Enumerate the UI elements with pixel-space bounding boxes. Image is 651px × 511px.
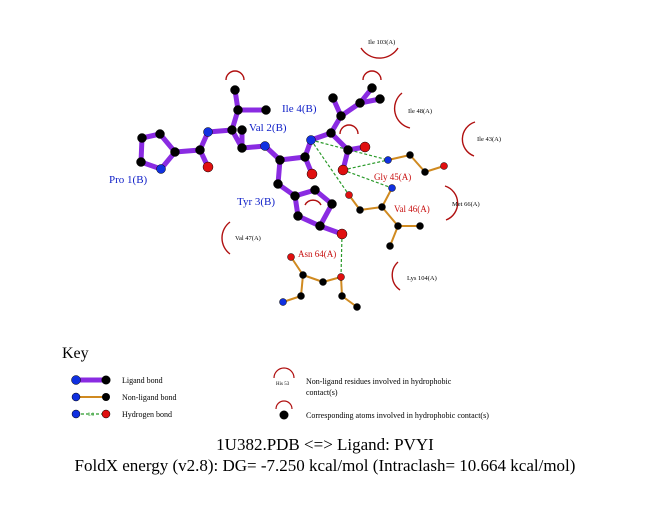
label-ile43: Ile 43(A) — [477, 136, 501, 143]
ligand-labels: Pro 1(B) Val 2(B) Tyr 3(B) Ile 4(B) — [109, 103, 317, 208]
label-pro1: Pro 1(B) — [109, 174, 148, 186]
hydrophobic-arc-val47 — [221, 221, 231, 255]
hydrogen-bonds — [310, 139, 393, 278]
key-nonligand-atom-n — [71, 392, 81, 402]
label-val2: Val 2(B) — [249, 122, 287, 134]
key-ligand-bond-label: Ligand bond — [122, 376, 163, 385]
ligand-bonds — [138, 85, 383, 237]
label-met66: Met 66(A) — [452, 201, 480, 208]
key-ligand-atom-n — [71, 375, 81, 385]
hydrophobic-arc-ile48 — [393, 92, 411, 129]
key-nonligand-bond-label: Non-ligand bond — [122, 393, 176, 402]
key-hbond-distance: 3.0 — [88, 413, 95, 418]
label-tyr3: Tyr 3(B) — [237, 196, 275, 208]
label-lys104: Lys 104(A) — [407, 275, 437, 282]
ligand-atoms — [136, 83, 385, 240]
key: Key Ligand bond Non-ligand bond 3.0 Hydr… — [62, 345, 489, 420]
key-ligand-atom-c — [101, 375, 111, 385]
label-gly45: Gly 45(A) — [374, 172, 411, 182]
label-val46: Val 46(A) — [394, 204, 430, 214]
key-hydrophobic-residue-label-2: contact(s) — [306, 388, 338, 397]
key-hydrophobic-atom — [279, 410, 289, 420]
label-val47: Val 47(A) — [235, 235, 261, 242]
label-asn64: Asn 64(A) — [298, 249, 336, 259]
key-title: Key — [62, 345, 89, 362]
key-hydrophobic-atoms-label: Corresponding atoms involved in hydropho… — [306, 411, 489, 420]
hydrophobic-arcs — [221, 47, 476, 291]
hydrophobic-arc-ile43 — [461, 121, 476, 157]
hydrophobic-arc-met66 — [444, 185, 459, 221]
key-hbond-atom-n — [71, 409, 81, 419]
caption-line-2: FoldX energy (v2.8): DG= -7.250 kcal/mol… — [75, 456, 576, 475]
hydrophobic-labels: Ile 103(A) Ile 48(A) Ile 43(A) Met 66(A)… — [235, 39, 501, 282]
caption-line-1: 1U382.PDB <=> Ligand: PVYI — [216, 435, 434, 454]
hbond-labels: Gly 45(A) Val 46(A) Asn 64(A) — [298, 172, 430, 259]
key-hbond-label: Hydrogen bond — [122, 410, 172, 419]
label-ile48: Ile 48(A) — [408, 108, 432, 115]
protein-atoms — [279, 151, 448, 311]
key-hydrophobic-arc — [273, 367, 295, 379]
label-ile4: Ile 4(B) — [282, 103, 317, 115]
caption: 1U382.PDB <=> Ligand: PVYI FoldX energy … — [75, 435, 576, 475]
key-nonligand-atom-c — [102, 393, 110, 401]
hydrophobic-arc-ile103 — [360, 47, 399, 59]
key-hbond-atom-o — [101, 409, 111, 419]
hydrophobic-arc-lys104 — [391, 261, 401, 291]
label-ile103: Ile 103(A) — [368, 39, 395, 46]
key-hydrophobic-residue-label: Non-ligand residues involved in hydropho… — [306, 377, 452, 386]
key-example-residue: His 53 — [276, 382, 290, 387]
